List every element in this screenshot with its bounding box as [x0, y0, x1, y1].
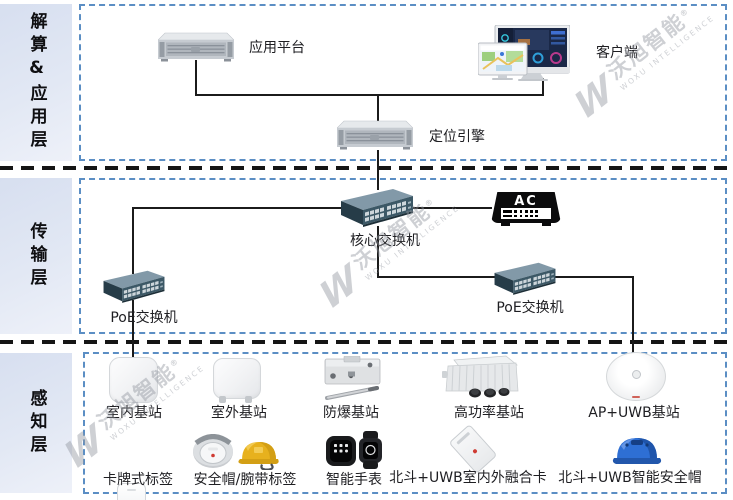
- layer-separator-1: [0, 166, 733, 170]
- line-coreswitch-poeright-h: [377, 276, 495, 278]
- beidou-uwb-smart-helmet-label: 北斗+UWB智能安全帽: [558, 470, 702, 486]
- poe-switch-right-label: PoE交换机: [496, 300, 564, 316]
- ac-controller-icon: AC: [491, 192, 561, 228]
- beidou-uwb-smart-helmet-icon: [611, 432, 663, 468]
- layer-panel-perception: 感知层: [0, 353, 72, 493]
- smart-watch-icon: [325, 431, 383, 469]
- poe-switch-icon: [101, 268, 167, 304]
- layer-label-transmission: 传输层: [26, 221, 47, 291]
- explosionproof-station-label: 防爆基站: [323, 405, 379, 421]
- layer-panel-application: 解算&应用层: [0, 4, 72, 161]
- beidou-uwb-fusion-card-label: 北斗+UWB室内外融合卡: [389, 470, 547, 486]
- core-switch-label: 核心交换机: [350, 233, 420, 249]
- smart-watch-label: 智能手表: [326, 472, 382, 488]
- outdoor-station-icon: [213, 358, 261, 403]
- client-label: 客户端: [596, 45, 638, 61]
- layer-label-application: 解算&应用层: [26, 12, 47, 153]
- layer-label-perception: 感知层: [26, 388, 47, 458]
- helmet-wristband-tag-icon: [192, 434, 282, 470]
- line-coreswitch-poeright-v: [377, 226, 379, 278]
- location-engine-label: 定位引擎: [429, 129, 485, 145]
- line-appplatform-bus: [195, 60, 197, 95]
- helmet-wristband-tag-label: 安全帽/腕带标签: [193, 472, 297, 488]
- high-power-station-label: 高功率基站: [454, 405, 524, 421]
- line-poeleft-indoor: [132, 300, 134, 358]
- card-tag-label: 卡牌式标签: [103, 472, 173, 488]
- line-coreswitch-poeleft-h: [132, 207, 344, 209]
- indoor-station-icon: [109, 357, 158, 403]
- outdoor-station-label: 室外基站: [211, 405, 267, 421]
- server-icon: [337, 120, 413, 150]
- line-coreswitch-poeleft-v: [132, 207, 134, 274]
- line-coreswitch-ac: [412, 207, 492, 209]
- beidou-uwb-fusion-card-icon: [448, 424, 498, 474]
- line-client-bus: [542, 78, 544, 95]
- poe-switch-left-label: PoE交换机: [110, 310, 178, 326]
- transmission-layer-box: [79, 178, 727, 334]
- app-platform-label: 应用平台: [249, 40, 305, 56]
- poe-switch-icon: [492, 260, 558, 296]
- line-top-bus: [195, 94, 544, 96]
- line-poeright-down-h: [555, 276, 634, 278]
- explosionproof-station-icon: [320, 356, 386, 402]
- line-poeright-apuwb: [632, 276, 634, 357]
- card-tag-icon: [117, 483, 146, 500]
- server-icon: [158, 32, 234, 62]
- ap-uwb-station-label: AP+UWB基站: [588, 405, 680, 421]
- ap-uwb-station-icon: [606, 352, 666, 401]
- perception-layer-box: [83, 352, 727, 494]
- high-power-station-icon: [441, 353, 521, 401]
- ac-label: AC: [514, 194, 538, 209]
- application-layer-box: [79, 4, 727, 161]
- line-locationengine-coreswitch: [377, 150, 379, 190]
- layer-separator-2: [0, 340, 733, 344]
- core-switch-icon: [338, 186, 416, 228]
- indoor-station-label: 室内基站: [106, 405, 162, 421]
- client-monitors-icon: [478, 25, 570, 82]
- layer-panel-transmission: 传输层: [0, 178, 72, 334]
- line-bus-locationengine: [377, 94, 379, 122]
